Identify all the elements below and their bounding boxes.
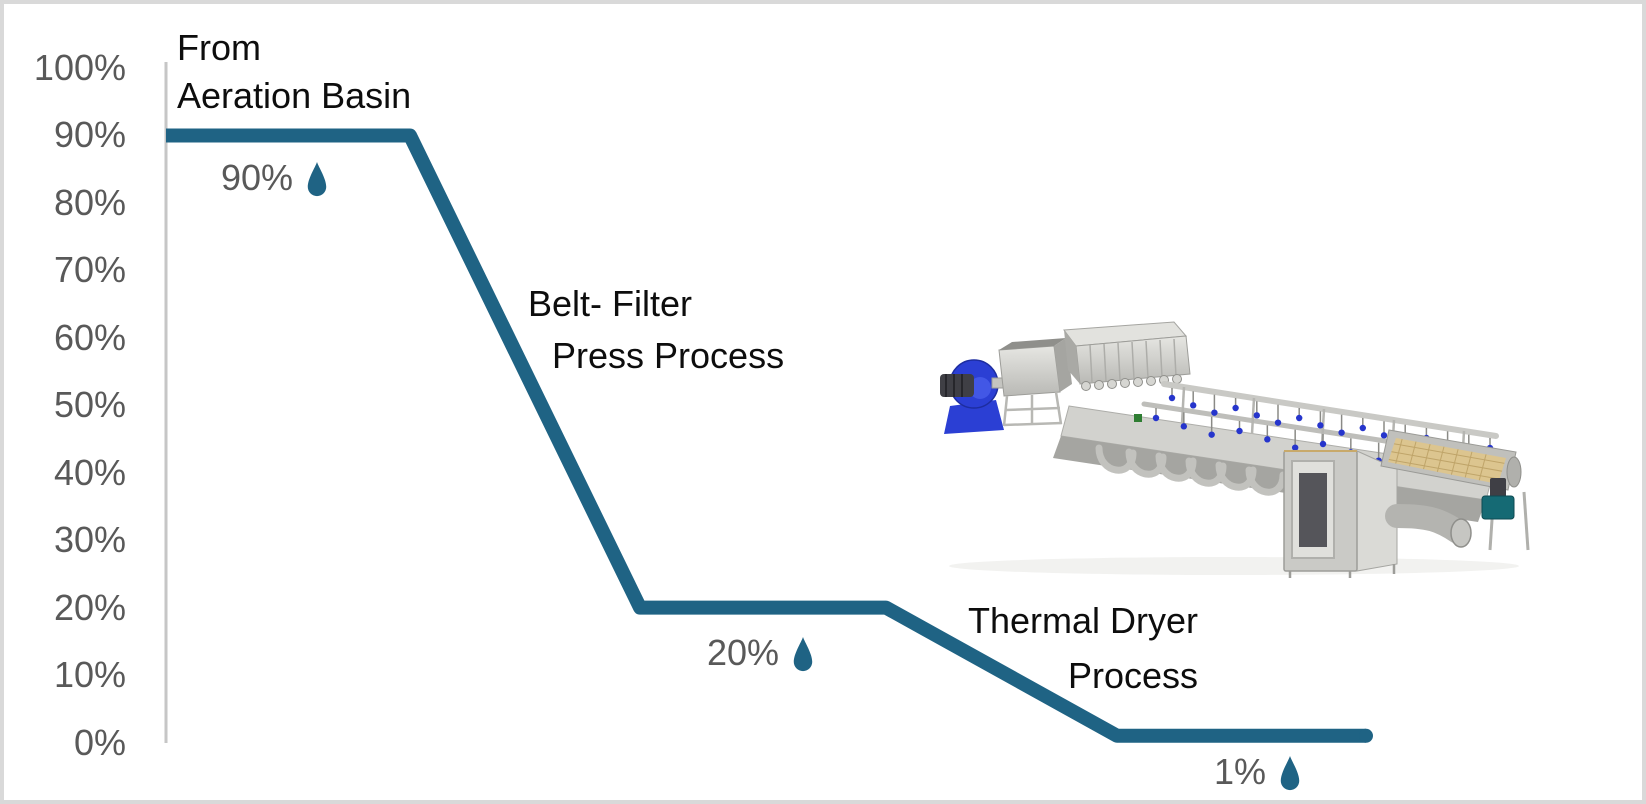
data-label-20-percent: 20%: [707, 631, 815, 675]
annotation-line: From: [177, 27, 261, 68]
data-label-1-percent: 1%: [1214, 750, 1302, 794]
y-axis-tick-label: 20%: [53, 586, 126, 628]
water-drop-icon: [307, 161, 327, 197]
spray-nozzle-icon: [1190, 402, 1197, 409]
machine-valve: [1134, 414, 1142, 422]
y-axis-tick-label: 70%: [53, 249, 126, 291]
spray-nozzle-icon: [1338, 429, 1345, 436]
annotation-line: Aeration Basin: [177, 75, 412, 116]
annotation-belt-filter-press: Belt- Filter Press Process: [528, 278, 784, 382]
data-label-text: 90%: [221, 157, 294, 198]
annotation-line: Thermal Dryer: [967, 600, 1198, 641]
belt-filter-press-image: [940, 321, 1530, 578]
annotation-thermal-dryer: Thermal Dryer Process: [968, 593, 1198, 703]
annotation-from-aeration-basin: From Aeration Basin: [177, 24, 411, 120]
chart-canvas: [164, 62, 1373, 743]
spray-nozzle-icon: [1380, 432, 1388, 439]
machine-hopper: [1063, 321, 1191, 391]
machine-pump: [1481, 478, 1530, 551]
y-axis-tick-label: 0%: [73, 721, 126, 763]
y-axis-tick-label: 60%: [53, 316, 126, 358]
spray-nozzle-icon: [1168, 394, 1176, 402]
spray-nozzle-icon: [1274, 419, 1282, 426]
y-axis-tick-label: 10%: [53, 654, 126, 696]
spray-nozzle-icon: [1291, 444, 1299, 451]
spray-nozzle-icon: [1232, 404, 1239, 412]
y-axis-tick-label: 40%: [53, 451, 126, 493]
machine-shadow: [949, 557, 1519, 575]
data-label-text: 20%: [707, 632, 780, 673]
annotation-line: Belt- Filter: [528, 283, 693, 324]
spray-nozzle-icon: [1152, 414, 1160, 422]
machine-pipes: [1095, 444, 1287, 496]
data-label-90-percent: 90%: [221, 156, 329, 200]
line-end-cap: [1359, 728, 1373, 743]
machine-blower-motor: [940, 374, 974, 397]
spray-nozzle-icon: [1211, 409, 1218, 416]
spray-nozzle-icon: [1253, 412, 1260, 419]
y-axis-tick-label: 90%: [53, 114, 126, 156]
y-axis-tick-label: 30%: [53, 519, 126, 561]
data-label-text: 1%: [1214, 751, 1267, 792]
spray-nozzle-icon: [1296, 414, 1303, 422]
spray-nozzle-icon: [1236, 427, 1243, 435]
annotation-line: Press Process: [552, 335, 785, 376]
moisture-content-line: [166, 128, 1366, 743]
machine-hood: [1283, 450, 1398, 578]
water-drop-icon: [793, 636, 813, 672]
y-axis-tick-label: 100%: [33, 47, 126, 88]
spray-nozzle-icon: [1359, 424, 1366, 432]
spray-nozzle-icon: [1319, 440, 1327, 448]
spray-nozzle-icon: [1264, 436, 1271, 443]
annotation-line: Process: [1067, 655, 1198, 696]
spray-nozzle-icon: [1208, 431, 1215, 438]
spray-nozzle-icon: [1317, 422, 1324, 429]
y-axis-tick-label: 50%: [53, 384, 126, 426]
machine-duct: [1385, 504, 1472, 548]
machine-frame-legs: [1002, 391, 1063, 427]
water-drop-icon: [1280, 755, 1300, 791]
machine-belt: [1380, 429, 1522, 491]
spray-nozzle-icon: [1180, 423, 1188, 430]
machine-control-box: [998, 338, 1072, 427]
y-axis-tick-label: 80%: [53, 181, 126, 223]
